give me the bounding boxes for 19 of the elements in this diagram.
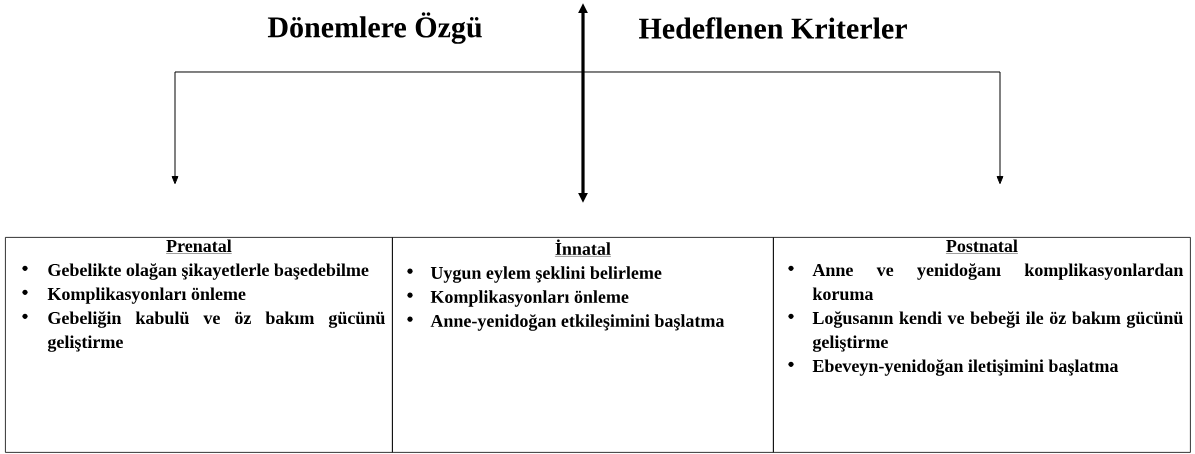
column-heading: İnnatal: [554, 239, 612, 257]
table-cell: [773, 237, 1191, 453]
column-heading: Prenatal: [165, 239, 232, 254]
arrow: [582, 71, 1004, 185]
column-heading: Postnatal: [945, 239, 1019, 254]
bullet-item: Ebeveyn-yenidoğan iletişimini başlatma: [788, 359, 1119, 376]
bullet-item: Gebeliğin kabulü ve öz bakım gücünü geliştirme: [22, 311, 385, 352]
bullet-item: Loğusanın kendi ve bebeği ile öz bakım gücünü geliştirme: [788, 311, 1183, 352]
bullet-item: Anne ve yenidoğanı komplikasyonlardan koruma: [788, 263, 1184, 301]
bullet-item: Komplikasyonları önleme: [407, 290, 629, 307]
bullet-item: Anne-yenidoğan etkileşimini başlatma: [407, 314, 725, 331]
bullet-item: Komplikasyonları önleme: [22, 287, 246, 304]
bullet-item: Gebelikte olağan şikayetlerle başedebilme: [22, 263, 369, 280]
bullet-item: Uygun eylem şeklini belirleme: [407, 266, 662, 283]
heading-text: Hedeflenen Kriterler: [639, 17, 907, 39]
table-cell: [5, 237, 393, 453]
arrow: [171, 71, 584, 185]
heading-text: Dönemlere Özgü: [267, 12, 482, 44]
table-cell: [392, 237, 774, 453]
